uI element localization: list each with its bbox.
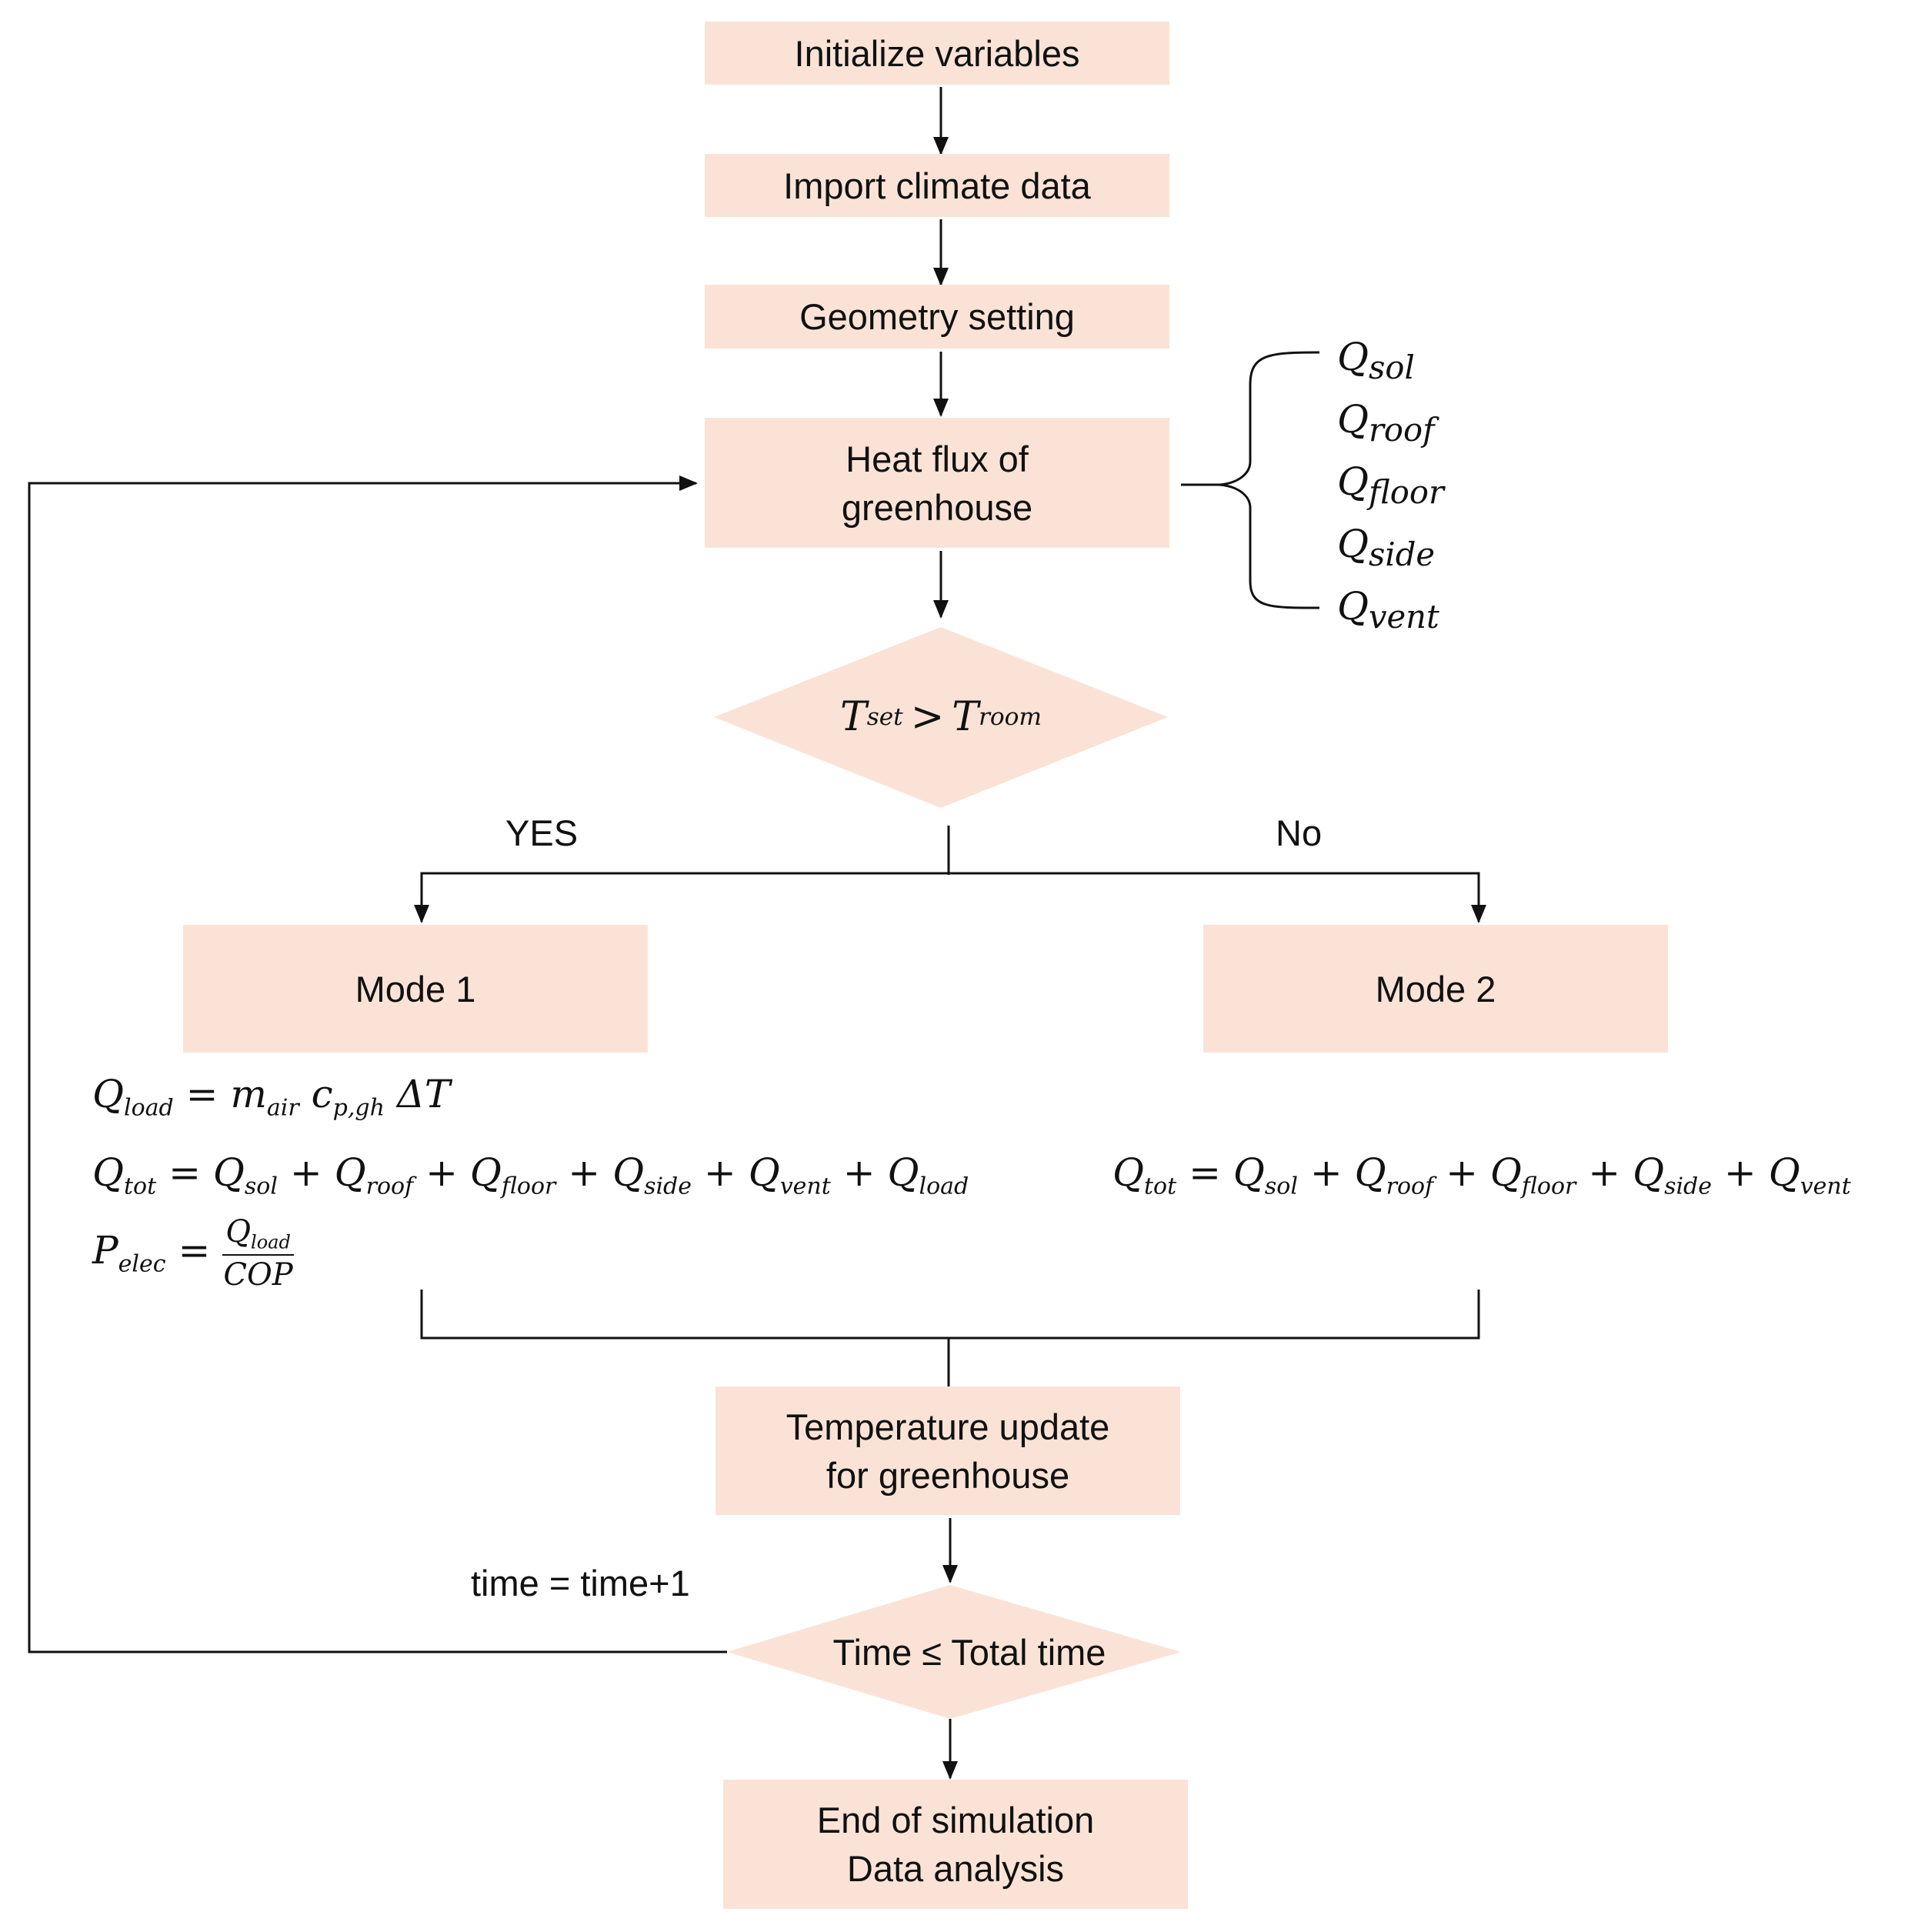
box-import-climate: Import climate data xyxy=(705,154,1169,217)
box-initialize: Initialize variables xyxy=(705,22,1169,85)
mode-2-label: Mode 2 xyxy=(1375,968,1496,1009)
merge-line xyxy=(420,1290,1480,1340)
gt-operator: > xyxy=(910,694,945,740)
box-end: End of simulation Data analysis xyxy=(723,1780,1188,1909)
decision-diamond-time xyxy=(727,1585,1181,1719)
heat-term: Qroof xyxy=(1337,397,1435,449)
loop-back-line xyxy=(28,475,727,1653)
t-room-sub: room xyxy=(978,703,1042,731)
box-initialize-label: Initialize variables xyxy=(794,32,1080,74)
decision-diamond-temp xyxy=(714,627,1168,808)
box-import-label: Import climate data xyxy=(783,165,1091,206)
temp-update-line2: for greenhouse xyxy=(826,1454,1070,1496)
heat-term: Qsol xyxy=(1337,335,1415,386)
box-temperature-update: Temperature update for greenhouse xyxy=(716,1386,1180,1515)
end-line2: Data analysis xyxy=(846,1848,1065,1889)
box-mode-2: Mode 2 xyxy=(1203,925,1668,1053)
t-set-symbol: T xyxy=(840,694,867,740)
box-heat-flux: Heat flux of greenhouse xyxy=(705,418,1169,548)
box-mode-1: Mode 1 xyxy=(183,925,648,1053)
decision-time-label: Time ≤ Total time xyxy=(832,1631,1106,1673)
heat-term: Qfloor xyxy=(1337,459,1444,511)
heat-term: Qvent xyxy=(1337,584,1439,636)
mode1-eq-total: Qtot = Qsol + Qroof + Qfloor + Qside + Q… xyxy=(92,1150,969,1200)
temp-update-line1: Temperature update xyxy=(786,1406,1110,1447)
box-heat-flux-line1: Heat flux of xyxy=(846,438,1029,479)
power-fraction: Qload COP xyxy=(222,1214,294,1293)
branch-yes-label: YES xyxy=(505,813,579,853)
box-heat-flux-line2: greenhouse xyxy=(841,486,1033,528)
t-room-symbol: T xyxy=(952,694,979,740)
heat-terms-brace xyxy=(1181,351,1320,609)
t-set-sub: set xyxy=(866,703,903,731)
mode1-eq-power: Pelec = Qload COP xyxy=(92,1214,294,1293)
branch-no-label: No xyxy=(1276,813,1323,853)
heat-terms-list: Qsol Qroof Qfloor Qside Qvent xyxy=(1337,335,1444,646)
branch-yes-line xyxy=(414,872,949,923)
mode1-eq-load: Qload = mair cp,gh ΔT xyxy=(92,1072,451,1122)
mode2-eq-total: Qtot = Qsol + Qroof + Qfloor + Qside + Q… xyxy=(1112,1150,1851,1200)
loop-label: time = time+1 xyxy=(471,1563,690,1603)
end-line1: End of simulation xyxy=(816,1800,1095,1840)
mode-1-label: Mode 1 xyxy=(355,968,476,1009)
branch-no-line xyxy=(949,872,1486,923)
heat-term: Qside xyxy=(1337,522,1436,573)
box-geometry-label: Geometry setting xyxy=(799,296,1075,337)
box-geometry: Geometry setting xyxy=(705,285,1169,349)
